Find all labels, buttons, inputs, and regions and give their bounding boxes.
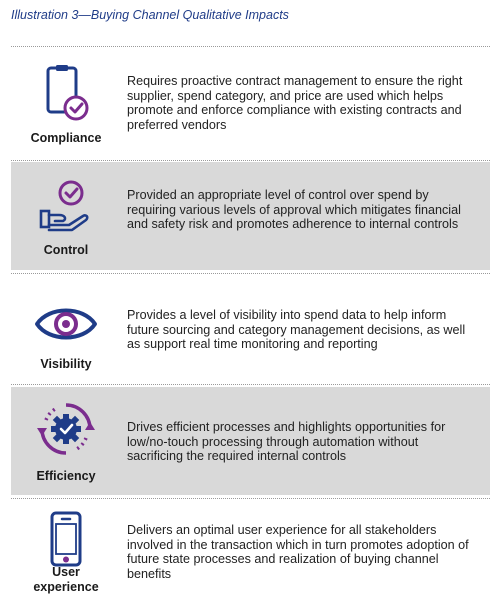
row-user-experience: User experience Delivers an optimal user…: [11, 501, 490, 605]
illustration-title: Illustration 3—Buying Channel Qualitativ…: [11, 8, 289, 22]
row-visibility: Visibility Provides a level of visibilit…: [11, 276, 490, 380]
row-efficiency: Efficiency Drives efficient processes an…: [11, 387, 490, 495]
divider: [11, 384, 490, 385]
row-description-user-experience: Delivers an optimal user experience for …: [127, 523, 469, 581]
eye-icon: [29, 292, 103, 356]
row-description-efficiency: Drives efficient processes and highlight…: [127, 420, 446, 464]
row-label-efficiency: Efficiency: [36, 469, 96, 483]
row-control: Control Provided an appropriate level of…: [11, 162, 490, 270]
divider: [11, 273, 490, 274]
divider: [11, 160, 490, 161]
clipboard-check-icon: [29, 60, 103, 124]
row-compliance: Compliance Requires proactive contract m…: [11, 52, 490, 156]
row-label-control: Control: [43, 243, 89, 257]
top-divider: [11, 46, 490, 47]
row-label-user-experience: User experience: [33, 565, 99, 594]
mobile-phone-icon: [29, 507, 103, 571]
gear-cycle-icon: [29, 397, 103, 461]
row-label-visibility: Visibility: [40, 357, 92, 371]
row-description-visibility: Provides a level of visibility into spen…: [127, 308, 466, 352]
row-description-control: Provided an appropriate level of control…: [127, 188, 461, 232]
divider: [11, 498, 490, 499]
row-description-compliance: Requires proactive contract management t…: [127, 74, 463, 132]
row-label-compliance: Compliance: [30, 131, 102, 145]
hand-check-icon: [29, 174, 103, 238]
